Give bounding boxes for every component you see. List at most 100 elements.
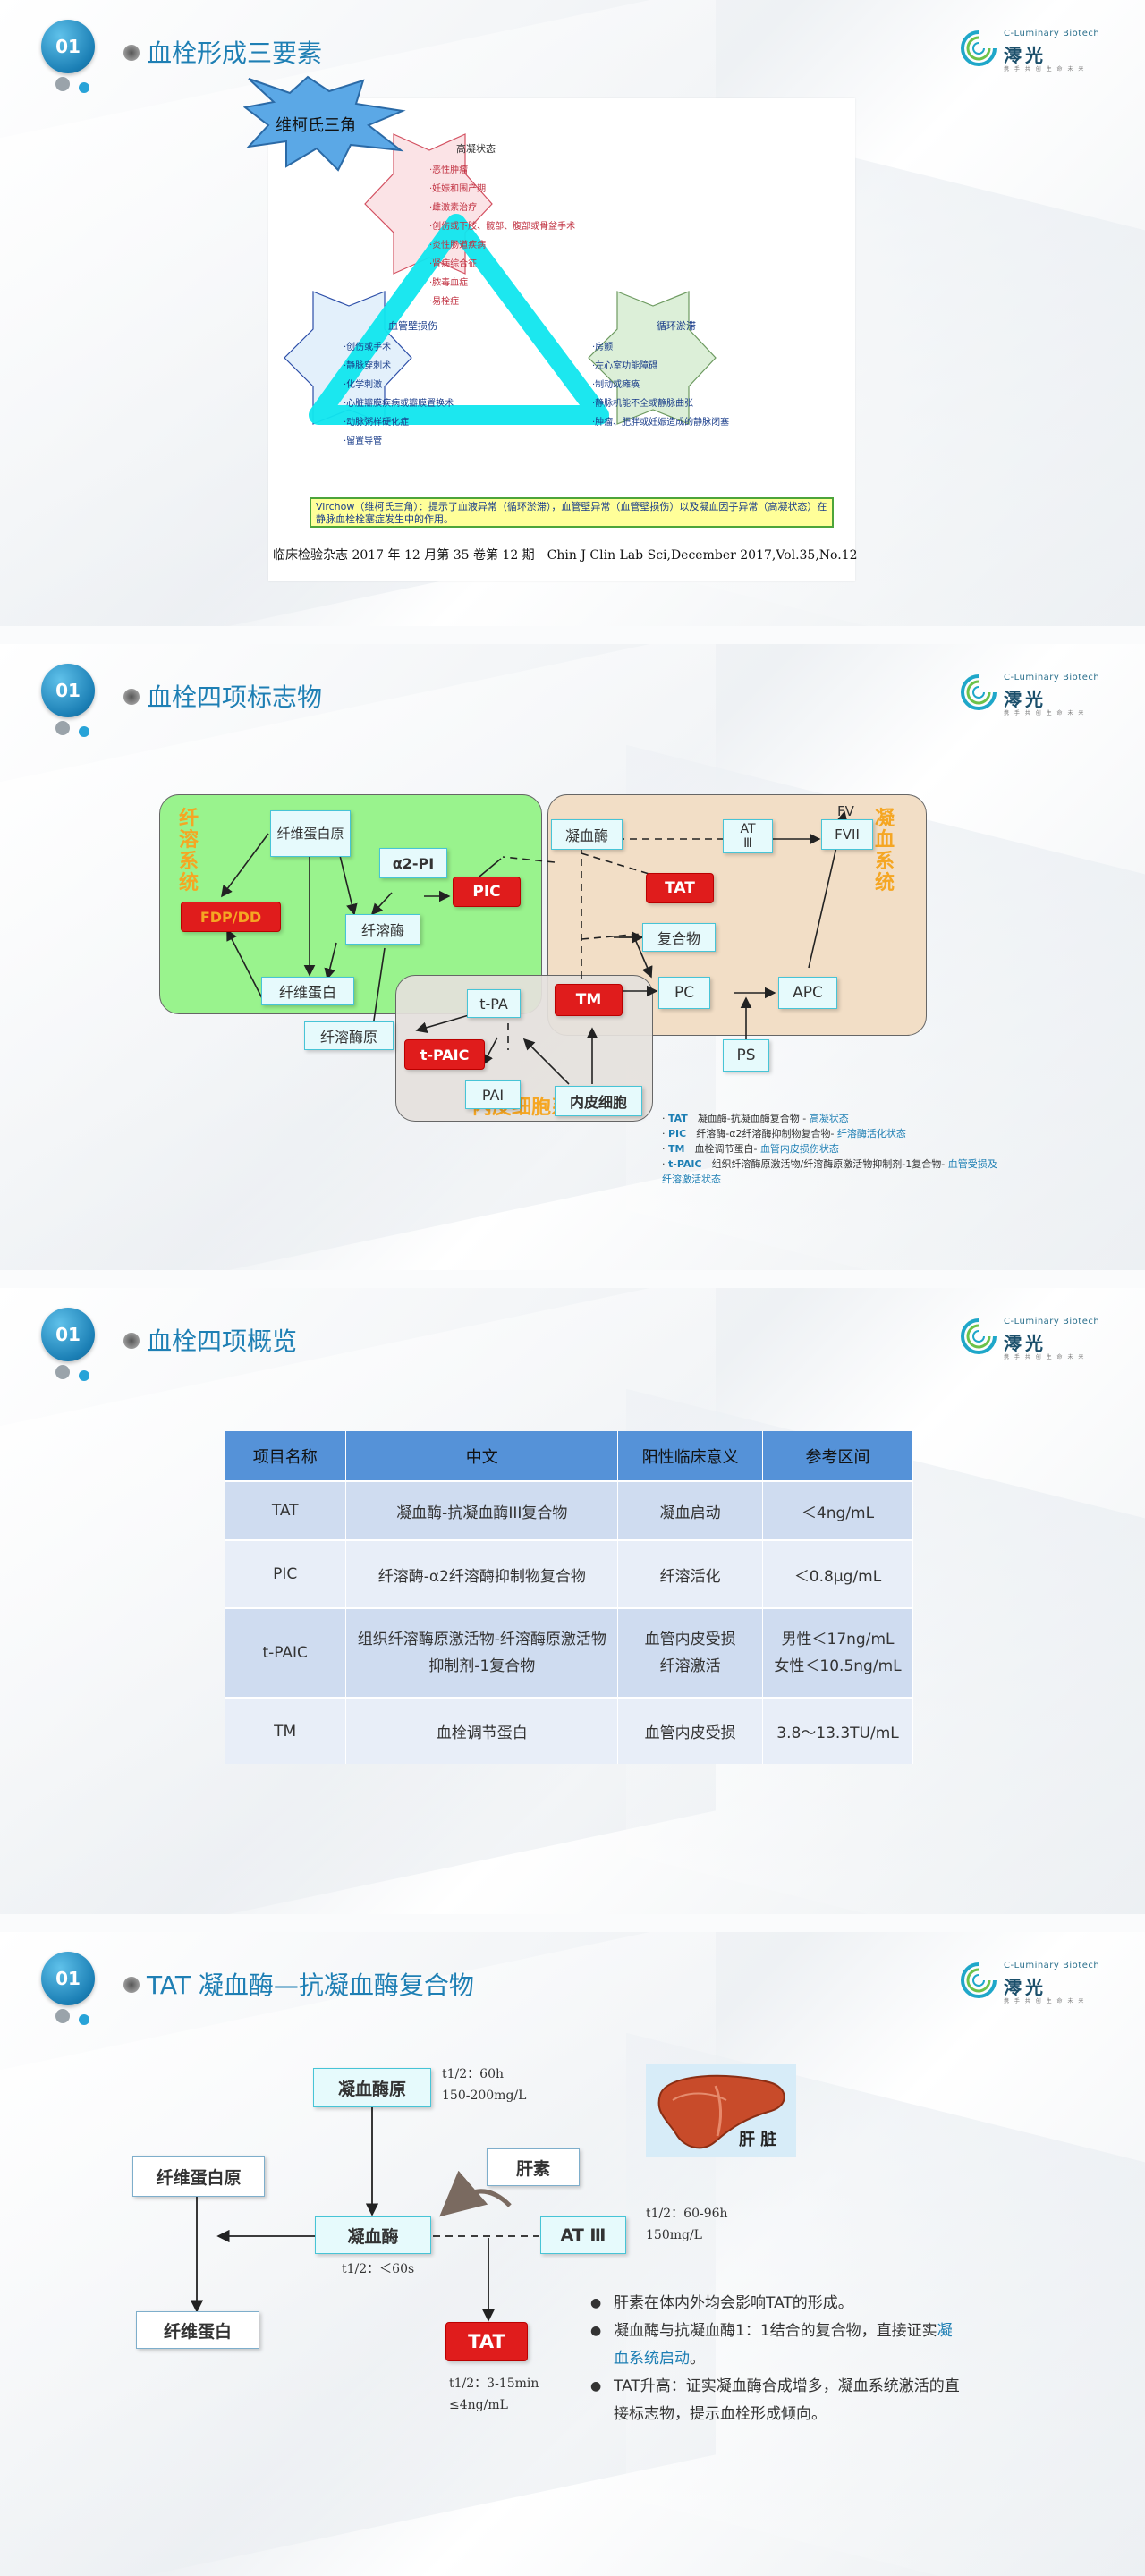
company-logo: C-Luminary Biotech 澪光 携 手 共 创 生 命 未 来 [959, 667, 1111, 721]
node-thrombin: 凝血酶 [551, 819, 623, 850]
decor-dot [55, 1365, 70, 1379]
logo-chinese: 澪光 [1004, 1333, 1047, 1354]
citation: 临床检验杂志 2017 年 12 月第 35 卷第 12 期 Chin J Cl… [273, 548, 858, 563]
decor-dot [55, 77, 70, 91]
table-cell: 血管内皮受损 [617, 1697, 764, 1764]
legend-state: 高凝状态 [809, 1113, 849, 1124]
list-item: ·制动或瘫痪 [592, 380, 640, 390]
starburst-shape [242, 75, 406, 172]
node-heparin: 肝素 [487, 2148, 580, 2186]
node-plasmin: 纤溶酶 [345, 914, 420, 945]
starburst-label: 维柯氏三角 [276, 116, 356, 135]
logo-english: C-Luminary Biotech [1004, 1961, 1100, 1970]
section-badge: 01 [41, 1308, 95, 1361]
legend-item: · PIC 纤溶酶-α2纤溶酶抑制物复合物- 纤溶酶活化状态 [662, 1128, 906, 1140]
node-fv-label: FV [837, 803, 854, 819]
node-apc: APC [778, 977, 837, 1009]
flow-title: 循环淤滞 [657, 320, 696, 332]
logo-swirl-icon [961, 674, 997, 710]
node-at3: AT Ⅲ [723, 819, 773, 853]
slide-header: 01 血栓形成三要素 C-Luminary Biotech 澪光 携 手 共 创… [0, 0, 1145, 98]
table-row: t-PAIC 组织纤溶酶原激活物-纤溶酶原激活物抑制剂-1复合物 血管内皮受损 … [225, 1607, 913, 1698]
slide-header: 01 血栓四项概览 C-Luminary Biotech 澪光 携 手 共 创 … [0, 1288, 1145, 1386]
company-logo: C-Luminary Biotech 澪光 携 手 共 创 生 命 未 来 [959, 1955, 1111, 2009]
decor-dot [79, 726, 89, 737]
table-header-row: 项目名称 中文 阳性临床意义 参考区间 [225, 1431, 913, 1481]
table-cell: 血栓调节蛋白 [345, 1697, 619, 1764]
liver-image: 肝 脏 [646, 2064, 796, 2157]
list-item: ·炎性肠道疾病 [429, 241, 487, 250]
node-tm: TM [555, 984, 623, 1016]
node-prothrombin: 凝血酶原 [313, 2068, 431, 2107]
legend-code: t-PAIC [668, 1158, 702, 1170]
decor-dot [123, 1333, 140, 1349]
table-cell: 3.8～13.3TU/mL [762, 1697, 913, 1764]
legend-item: · TAT 凝血酶-抗凝血酶复合物 - 高凝状态 [662, 1113, 849, 1124]
logo-swirl-icon [961, 1962, 997, 1998]
bullet-text: 。 [690, 2350, 705, 2368]
list-item: ·化学刺激 [344, 380, 383, 390]
slide-header: 01 TAT 凝血酶—抗凝血酶复合物 C-Luminary Biotech 澪光… [0, 1932, 1145, 2030]
list-item: ·易栓症 [429, 297, 460, 307]
logo-slogan: 携 手 共 创 生 命 未 来 [1004, 1998, 1086, 2004]
list-item: ·留置导管 [344, 436, 383, 446]
page-title: 血栓四项概览 [147, 1326, 298, 1356]
table-row: TAT 凝血酶-抗凝血酶III复合物 凝血启动 ＜4ng/mL [225, 1480, 913, 1540]
list-item: ·房颤 [592, 343, 614, 352]
list-item: ·静脉机能不全或静脉曲张 [592, 399, 694, 409]
decor-dot [123, 1977, 140, 1993]
logo-slogan: 携 手 共 创 生 命 未 来 [1004, 710, 1086, 716]
list-item: ·心脏瓣膜疾病或瓣膜置换术 [344, 399, 454, 409]
fib-system-label: 纤溶系统 [179, 808, 199, 894]
table-cell: 血管内皮受损 纤溶激活 [617, 1607, 764, 1698]
node-fibrinogen: 纤维蛋白原 [132, 2156, 265, 2197]
slide-overview-table: 01 血栓四项概览 C-Luminary Biotech 澪光 携 手 共 创 … [0, 1288, 1145, 1914]
marker-legend: · TAT 凝血酶-抗凝血酶复合物 - 高凝状态 · PIC 纤溶酶-α2纤溶酶… [662, 1111, 1002, 1187]
node-fibrin: 纤维蛋白 [261, 977, 354, 1005]
logo-chinese: 澪光 [1004, 45, 1047, 66]
list-item: ·肿瘤、肥胖或妊娠造成的静脉闭塞 [592, 418, 730, 428]
node-plasminogen: 纤溶酶原 [304, 1021, 394, 1050]
logo-chinese: 澪光 [1004, 689, 1047, 710]
table-cell: ＜0.8μg/mL [762, 1539, 913, 1608]
node-fibrin: 纤维蛋白 [136, 2311, 259, 2349]
node-a2pi: α2-PI [379, 848, 447, 878]
logo-english: C-Luminary Biotech [1004, 1317, 1100, 1326]
node-complex: 复合物 [642, 923, 716, 952]
company-logo: C-Luminary Biotech 澪光 携 手 共 创 生 命 未 来 [959, 1311, 1111, 1365]
table-cell: 组织纤溶酶原激活物-纤溶酶原激活物抑制剂-1复合物 [345, 1607, 619, 1698]
triad-stars-svg [284, 133, 717, 425]
logo-slogan: 携 手 共 创 生 命 未 来 [1004, 1354, 1086, 1360]
legend-code: TM [668, 1143, 685, 1155]
table-row: PIC 纤溶酶-α2纤溶酶抑制物复合物 纤溶活化 ＜0.8μg/mL [225, 1539, 913, 1608]
list-item: ·肾病综合征 [429, 259, 478, 269]
markers-table: 项目名称 中文 阳性临床意义 参考区间 TAT 凝血酶-抗凝血酶III复合物 凝… [225, 1431, 913, 1764]
legend-item: · TM 血栓调节蛋白- 血管内皮损伤状态 [662, 1143, 839, 1155]
tat-conc: ≤4ng/mL [449, 2398, 508, 2412]
node-fdp-dd: FDP/DD [181, 902, 281, 932]
bullet-item: TAT升高：证实凝血酶合成增多，凝血系统激活的直接标志物，提示血栓形成倾向。 [590, 2373, 966, 2428]
section-badge: 01 [41, 20, 95, 73]
list-item: ·雌激素治疗 [429, 203, 478, 213]
liver-icon [657, 2074, 785, 2149]
company-logo: C-Luminary Biotech 澪光 携 手 共 创 生 命 未 来 [959, 23, 1111, 77]
legend-desc: 血栓调节蛋白- [694, 1143, 758, 1155]
page-title: TAT 凝血酶—抗凝血酶复合物 [147, 1970, 474, 2000]
prothrombin-conc: 150-200mg/L [442, 2089, 527, 2103]
prothrombin-halflife: t1/2：60h [442, 2067, 504, 2081]
logo-swirl-icon [961, 1318, 997, 1354]
legend-desc: 纤溶酶-α2纤溶酶抑制物复合物- [696, 1128, 835, 1140]
table-header: 参考区间 [762, 1431, 913, 1481]
vessel-list: ·创伤或手术 ·静脉穿刺术 ·化学刺激 ·心脏瓣膜疾病或瓣膜置换术 ·动脉粥样硬… [344, 338, 454, 451]
legend-desc: 组织纤溶酶原激活物/纤溶酶原激活物抑制剂-1复合物- [711, 1158, 946, 1170]
list-item: ·妊娠和围产期 [429, 184, 487, 194]
decor-dot [55, 2009, 70, 2023]
page-title: 血栓形成三要素 [147, 38, 323, 68]
section-badge: 01 [41, 1952, 95, 2005]
bullet-item: 肝素在体内外均会影响TAT的形成。 [590, 2290, 966, 2318]
legend-state: 血管内皮损伤状态 [759, 1143, 839, 1155]
virchow-note: Virchow（维柯氏三角）：提示了血液异常（循环淤滞），血管壁异常（血管壁损伤… [310, 497, 834, 528]
slide-gap [0, 1914, 1145, 1932]
logo-chinese: 澪光 [1004, 1977, 1047, 1998]
node-pai: PAI [465, 1080, 521, 1109]
